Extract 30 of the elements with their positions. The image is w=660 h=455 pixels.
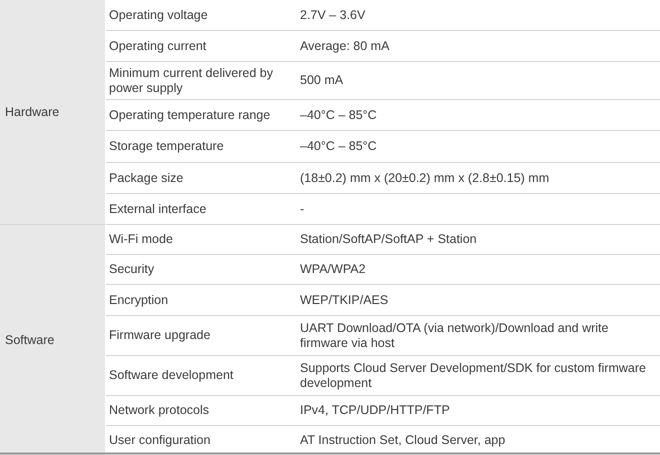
parameter-name: Software development <box>106 356 297 396</box>
parameter-name: Security <box>106 255 297 285</box>
parameter-value: 2.7V – 3.6V <box>297 0 660 31</box>
parameter-value: Station/SoftAP/SoftAP + Station <box>297 225 660 255</box>
parameter-name: Network protocols <box>106 396 297 426</box>
parameter-value: 500 mA <box>297 62 660 100</box>
row-group-header: Hardware <box>0 0 105 225</box>
parameter-value: WPA/WPA2 <box>297 255 660 285</box>
parameter-value: AT Instruction Set, Cloud Server, app <box>297 426 660 455</box>
parameter-name: Firmware upgrade <box>106 316 297 356</box>
parameter-value: Supports Cloud Server Development/SDK for custom firmware development <box>297 356 660 396</box>
parameter-name: Wi-Fi mode <box>106 225 297 255</box>
parameter-value: UART Download/OTA (via network)/Download and write firmware via host <box>297 316 660 356</box>
parameter-value: IPv4, TCP/UDP/HTTP/FTP <box>297 396 660 426</box>
parameter-value: –40°C – 85°C <box>297 100 660 131</box>
parameter-value: - <box>297 194 660 225</box>
parameter-value: WEP/TKIP/AES <box>297 285 660 316</box>
parameter-value: (18±0.2) mm x (20±0.2) mm x (2.8±0.15) mm <box>297 163 660 194</box>
row-group-header: Software <box>0 225 105 455</box>
parameter-name: External interface <box>106 194 297 225</box>
parameter-name: Operating voltage <box>106 0 297 31</box>
parameter-name: Minimum current delivered by power supply <box>106 62 297 100</box>
parameter-name: Encryption <box>106 285 297 316</box>
parameter-value: –40°C – 85°C <box>297 131 660 163</box>
parameter-name: Operating current <box>106 31 297 62</box>
parameter-name: Operating temperature range <box>106 100 297 131</box>
parameter-name: Storage temperature <box>106 131 297 163</box>
parameter-name: Package size <box>106 163 297 194</box>
parameter-name: User configuration <box>106 426 297 455</box>
parameter-value: Average: 80 mA <box>297 31 660 62</box>
